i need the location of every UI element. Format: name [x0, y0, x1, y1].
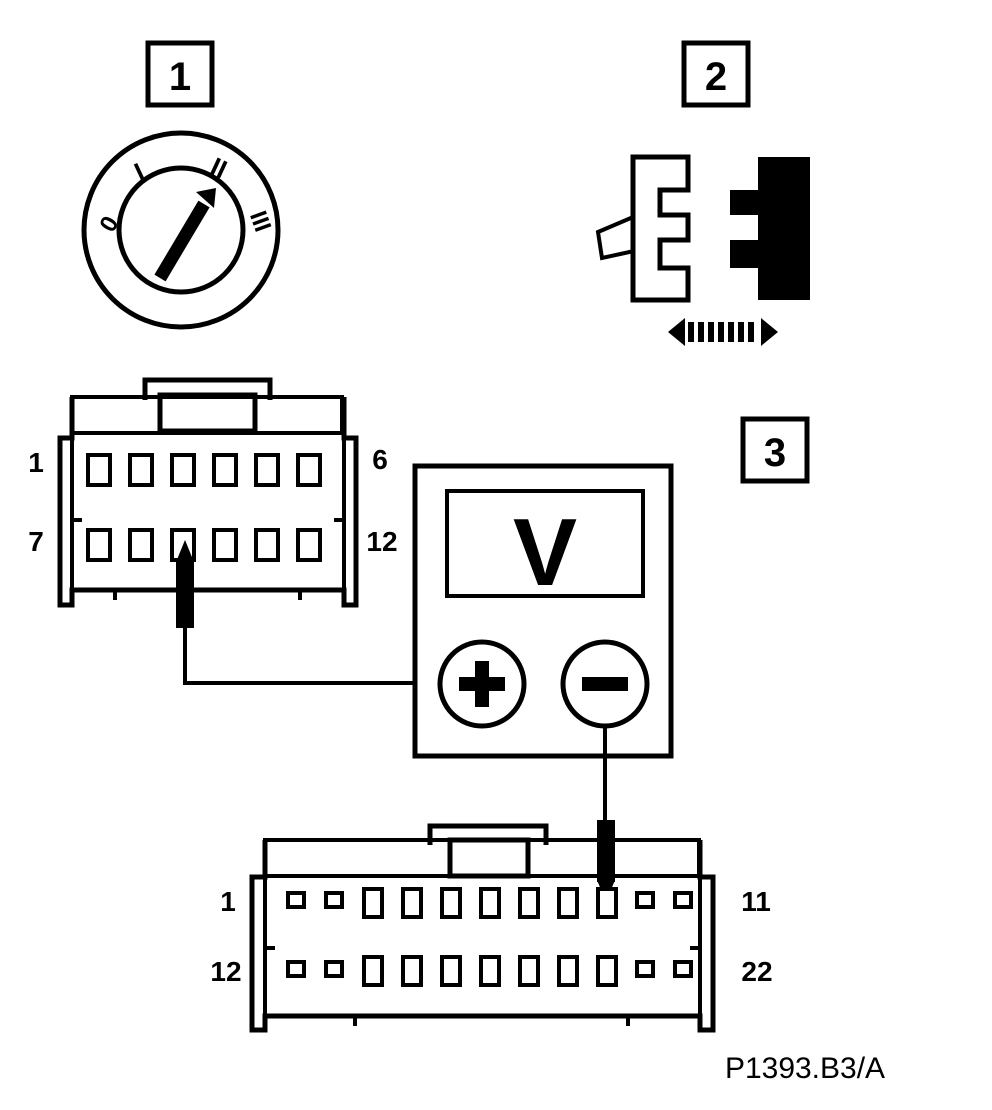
- step-number-1: 1: [169, 55, 191, 99]
- connector-12-pin-7: [86, 528, 112, 562]
- voltmeter-unit: V: [513, 499, 577, 606]
- connector-22-pin-5: [440, 887, 462, 919]
- connector-12-label-pin-6: 6: [372, 444, 388, 475]
- voltmeter-icon: V: [412, 463, 674, 759]
- connector-22-pin-9: [596, 887, 618, 919]
- connector-12-pin-12: [296, 528, 322, 562]
- connector-12-label-pin-12: 12: [366, 526, 397, 557]
- connector-12-pin-3: [170, 453, 196, 487]
- step-badge-1: 1: [145, 40, 215, 108]
- voltmeter-display: [445, 489, 645, 598]
- connector-22-label-pin-11: 11: [741, 886, 771, 917]
- disconnected-connector-icon: [595, 154, 810, 346]
- connector-12-pin-1: [86, 453, 112, 487]
- minus-icon: [582, 677, 628, 691]
- connector-12-label-pin-1: 1: [28, 447, 44, 478]
- connector-12-pin-5: [254, 453, 280, 487]
- connector-22-pin-14: [362, 955, 384, 987]
- connector-12-label-pin-7: 7: [28, 526, 44, 557]
- connector-22-pin-17: [479, 955, 501, 987]
- connector-22-label-pin-12: 12: [210, 956, 241, 987]
- connector-12-pin-11: [254, 528, 280, 562]
- step-badge-2: 2: [681, 40, 751, 108]
- connector-22-pin-11: [673, 891, 693, 909]
- connector-22-pin-6: [479, 887, 501, 919]
- connector-22-pin: 1 11 12 22: [210, 823, 773, 1033]
- connector-22-pin-21: [635, 960, 655, 978]
- connector-22-pin-12: [286, 960, 306, 978]
- connector-22-pin-19: [557, 955, 579, 987]
- connector-22-pin-15: [401, 955, 423, 987]
- connector-22-pin-8: [557, 887, 579, 919]
- arrow-right-icon: [761, 318, 778, 346]
- connector-22-pin-3: [362, 887, 384, 919]
- connector-22-pin-4: [401, 887, 423, 919]
- connector-22-pin-22: [673, 960, 693, 978]
- arrow-left-icon: [668, 318, 685, 346]
- connector-22-pin-20: [596, 955, 618, 987]
- connector-12-pin-2: [128, 453, 154, 487]
- figure-reference: P1393.B3/A: [725, 1052, 885, 1085]
- connector-22-pin-2: [324, 891, 344, 909]
- connector-12-pin-6: [296, 453, 322, 487]
- connector-12-pin: 1 6 7 12: [28, 377, 398, 608]
- connector-22-pin-10: [635, 891, 655, 909]
- step-number-2: 2: [705, 55, 727, 99]
- connector-22-pin-18: [518, 955, 540, 987]
- connector-22-pin-7: [518, 887, 540, 919]
- step-badge-3: 3: [740, 416, 810, 484]
- connector-12-pin-8: [128, 528, 154, 562]
- step-number-3: 3: [764, 431, 786, 475]
- ignition-switch-icon: 0 I II III: [81, 130, 281, 330]
- connector-22-pin-1: [286, 891, 306, 909]
- connector-22-label-pin-1: 1: [220, 886, 236, 917]
- positive-probe: [176, 540, 440, 685]
- connector-12-pin-10: [212, 528, 238, 562]
- connector-22-label-pin-22: 22: [741, 956, 772, 987]
- connector-22-pin-16: [440, 955, 462, 987]
- connector-22-pin-13: [324, 960, 344, 978]
- connector-12-pin-4: [212, 453, 238, 487]
